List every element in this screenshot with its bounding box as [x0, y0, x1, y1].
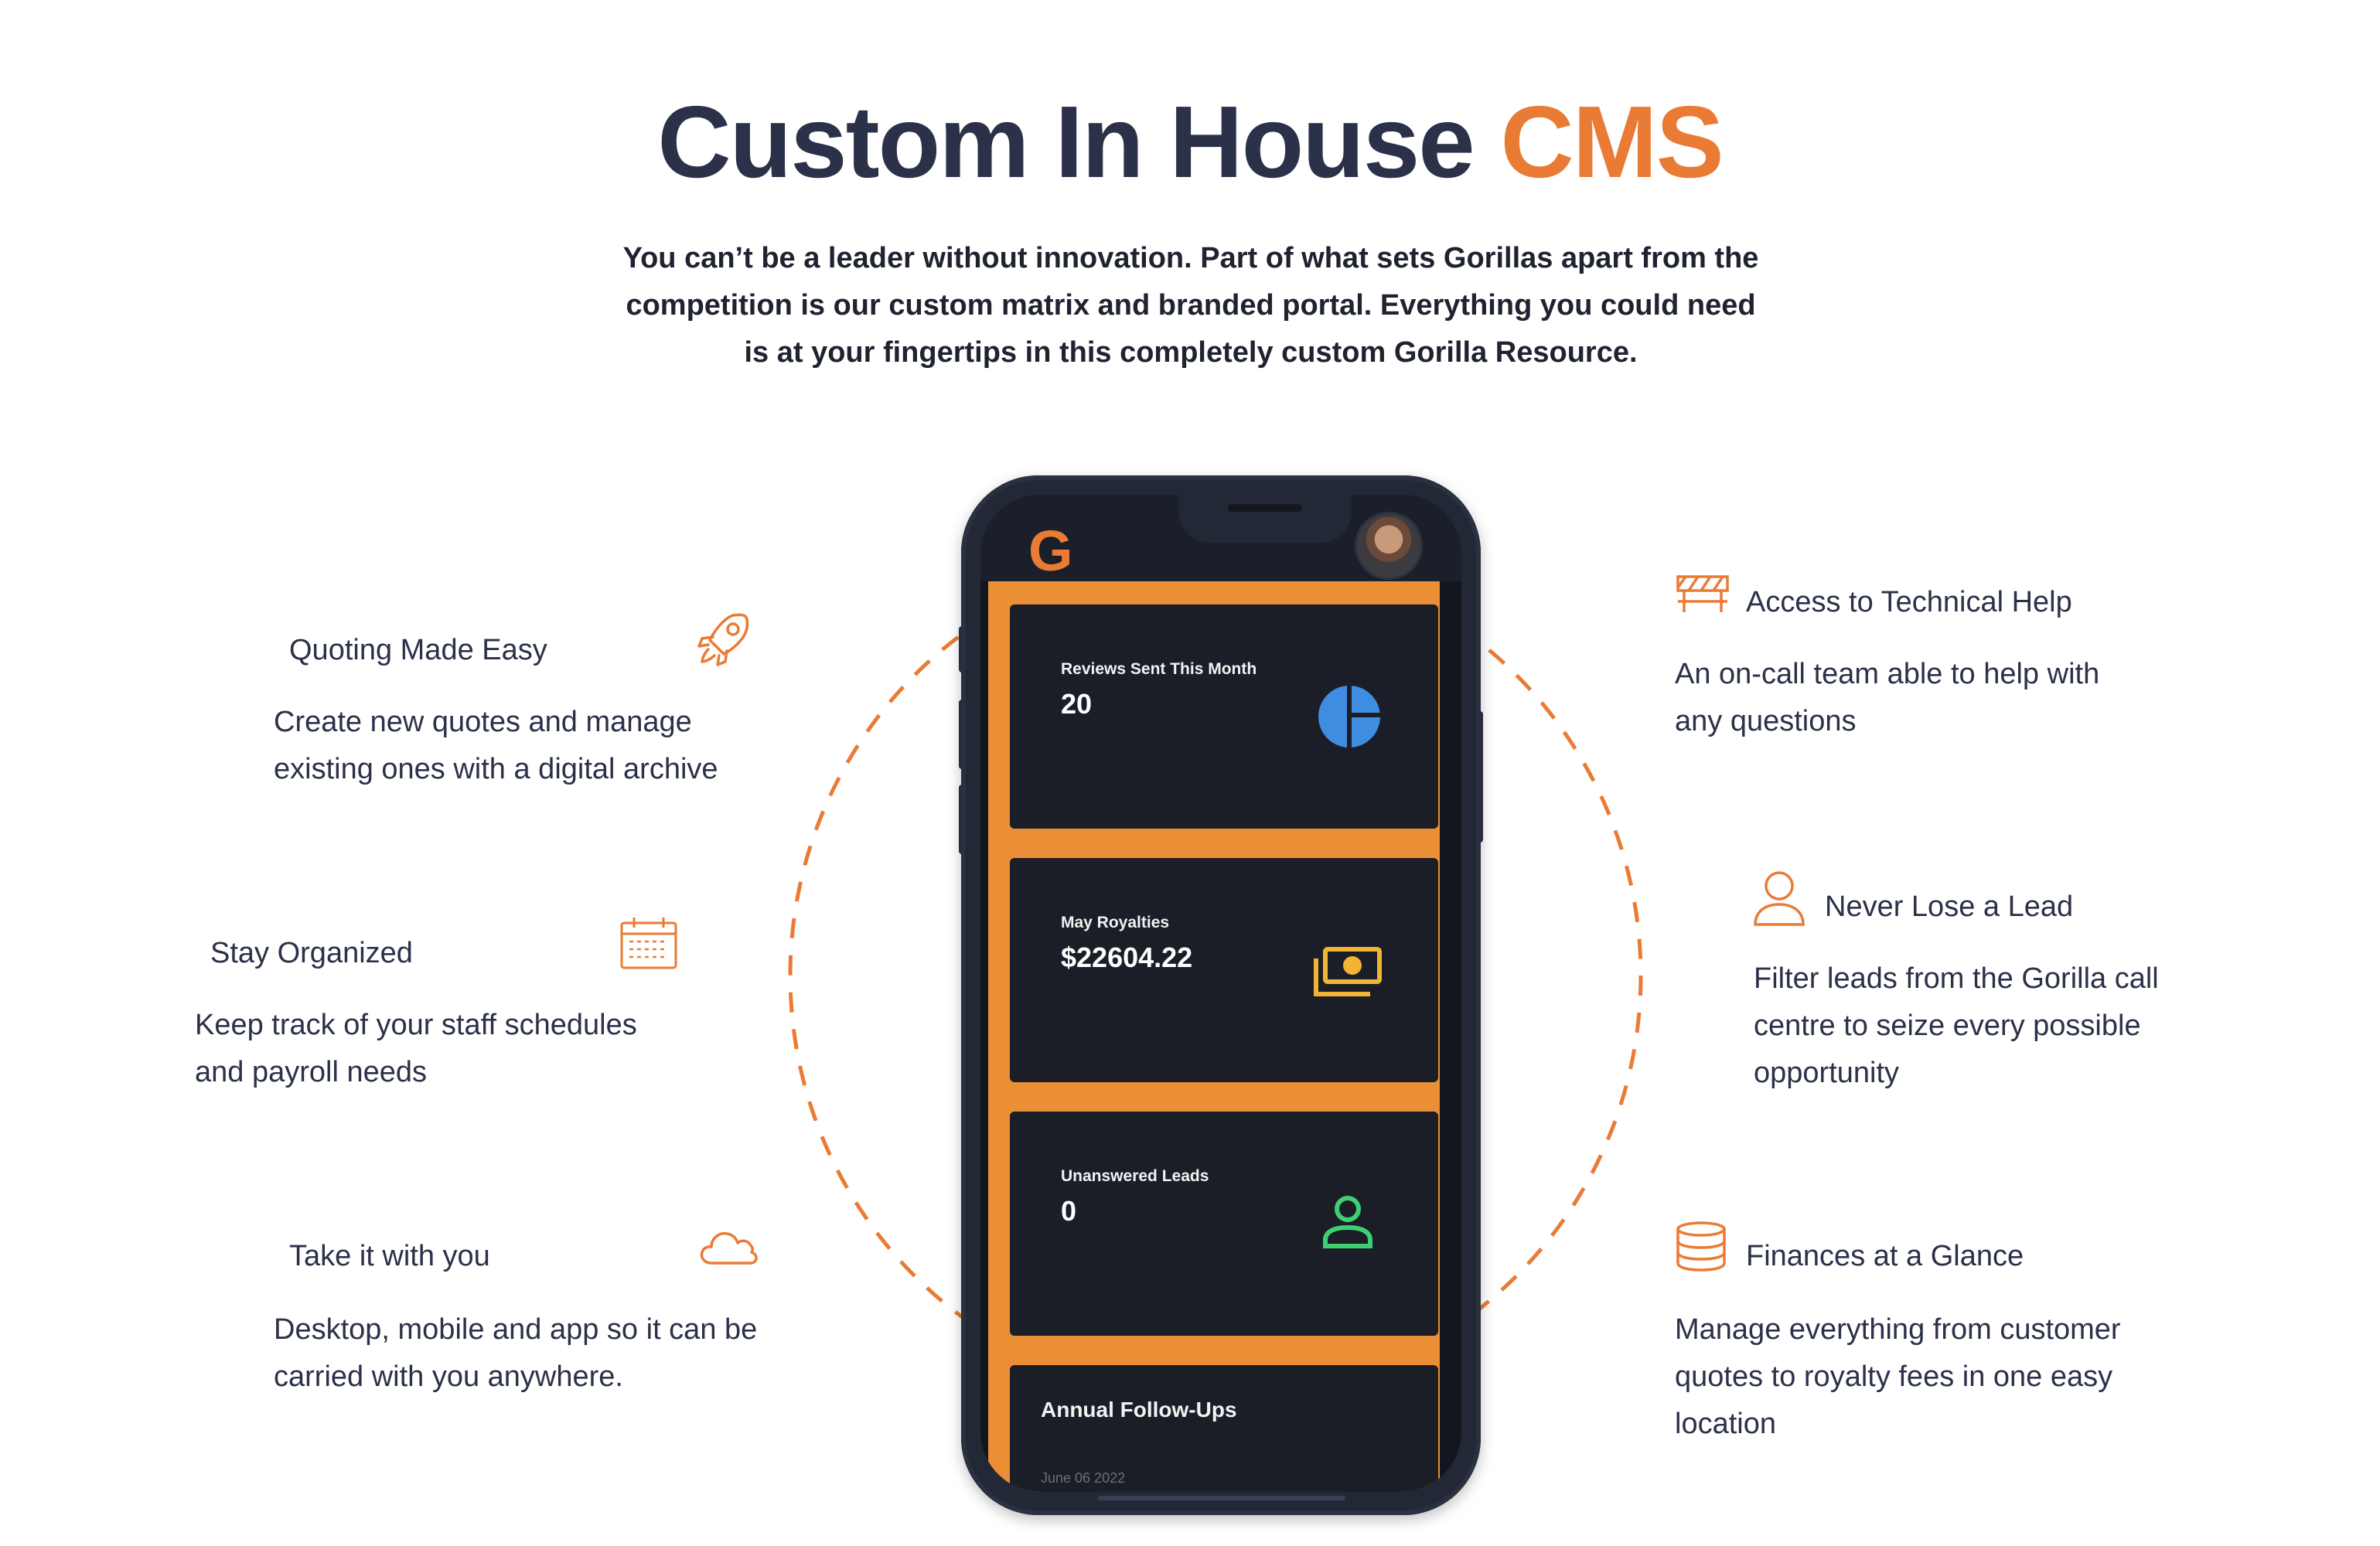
stat-card-label: Reviews Sent This Month — [1061, 660, 1257, 678]
stat-card-value: $22604.22 — [1061, 942, 1193, 973]
page-title-main: Custom In House — [657, 85, 1475, 199]
feature-title: Never Lose a Lead — [1825, 890, 2074, 923]
feature-title: Stay Organized — [210, 937, 413, 969]
stat-card-value: 20 — [1061, 688, 1093, 720]
user-icon — [1323, 1196, 1372, 1248]
feature-title: Finances at a Glance — [1746, 1240, 2024, 1272]
stat-card-label: Unanswered Leads — [1061, 1167, 1209, 1185]
feature-title: Take it with you — [289, 1240, 490, 1272]
rocket-icon — [697, 613, 749, 666]
feature-description: Keep track of your staff schedules and p… — [195, 1009, 637, 1088]
pie-chart-icon — [1318, 685, 1381, 748]
stat-card-value: 0 — [1061, 1195, 1077, 1227]
followups-date: June 06 2022 — [1041, 1470, 1126, 1486]
followups-card[interactable]: Annual Follow-Ups June 06 2022 — [1010, 1365, 1438, 1492]
feature-description: Desktop, mobile and app so it can be car… — [274, 1313, 758, 1393]
page-title: Custom In House CMS — [0, 83, 2380, 200]
app-logo[interactable]: G — [1028, 519, 1073, 583]
app-dashboard: Reviews Sent This Month 20 May Royalties… — [988, 581, 1440, 1492]
user-icon — [1754, 871, 1805, 926]
database-icon — [1676, 1221, 1726, 1272]
stat-card-label: May Royalties — [1061, 914, 1170, 931]
stat-card-royalties[interactable]: May Royalties $22604.22 — [1010, 858, 1438, 1082]
feature-description: Manage everything from customer quotes t… — [1675, 1313, 2121, 1440]
avatar[interactable] — [1355, 512, 1423, 580]
phone-speaker — [1228, 504, 1302, 512]
phone-screen: G Reviews Sent This Month 20 May Royalti… — [980, 495, 1461, 1492]
money-icon — [1314, 947, 1382, 996]
cloud-icon — [700, 1231, 758, 1265]
feature-description: Filter leads from the Gorilla call centr… — [1754, 962, 2159, 1089]
feature-description: An on-call team able to help with any qu… — [1675, 658, 2100, 737]
calendar-icon — [620, 918, 677, 969]
phone-notch — [1178, 495, 1352, 543]
phone-home-bar — [1098, 1496, 1345, 1500]
stat-card-leads[interactable]: Unanswered Leads 0 — [1010, 1112, 1438, 1336]
stat-card-reviews[interactable]: Reviews Sent This Month 20 — [1010, 604, 1438, 829]
barrier-icon — [1676, 575, 1729, 612]
page-title-accent: CMS — [1500, 85, 1724, 199]
feature-title: Quoting Made Easy — [289, 634, 547, 666]
feature-description: Create new quotes and manage existing on… — [274, 706, 718, 785]
intro-paragraph: You can’t be a leader without innovation… — [622, 242, 1759, 369]
feature-title: Access to Technical Help — [1746, 586, 2072, 618]
followups-title: Annual Follow-Ups — [1041, 1398, 1237, 1422]
